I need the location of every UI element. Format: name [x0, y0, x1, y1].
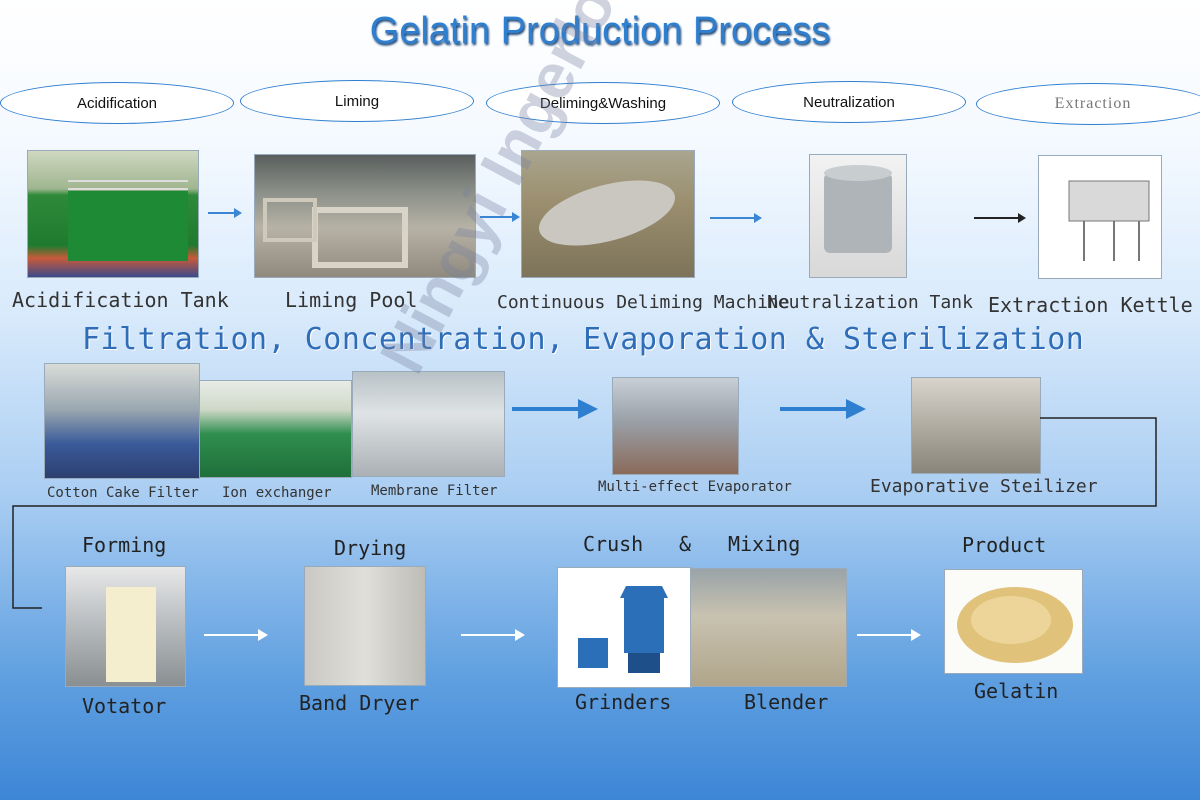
arrow-right-icon	[204, 629, 268, 641]
caption-grinders: Grinders	[575, 690, 672, 714]
caption-liming-pool: Liming Pool	[285, 288, 418, 312]
section-title: Filtration, Concentration, Evaporation &…	[82, 322, 1085, 357]
arrow-right-icon	[857, 629, 921, 641]
extraction-kettle-photo	[1038, 155, 1162, 279]
gelatin-pile-illustration	[957, 587, 1073, 663]
arrow-right-icon	[208, 208, 242, 218]
deliming-machine-photo	[521, 150, 695, 278]
cotton-cake-filter-photo	[44, 363, 200, 479]
ion-exchanger-photo	[199, 380, 352, 478]
arrow-right-icon	[512, 399, 598, 419]
votator-illustration	[106, 587, 156, 682]
caption-evaporative-sterilizer: Evaporative Steilizer	[870, 476, 1098, 497]
caption-deliming-machine: Continuous Deliming Machine	[497, 292, 790, 313]
tank-illustration	[68, 180, 188, 261]
stage-label-drying: Drying	[334, 536, 407, 560]
steel-tank-illustration	[824, 165, 892, 253]
caption-cotton-cake-filter: Cotton Cake Filter	[47, 485, 199, 501]
stage-oval-liming: Liming	[240, 80, 474, 122]
stage-label-forming: Forming	[82, 533, 167, 557]
arrow-right-icon	[461, 629, 525, 641]
drum-illustration	[538, 180, 676, 246]
liming-pool-photo	[254, 154, 476, 278]
band-dryer-photo	[304, 566, 426, 686]
caption-neutralization-tank: Neutralization Tank	[767, 292, 973, 313]
pool-illustration	[263, 198, 408, 268]
stage-label-mixing: Mixing	[728, 532, 801, 556]
grinder-illustration	[578, 586, 668, 673]
stage-oval-deliming: Deliming&Washing	[486, 82, 720, 124]
arrow-right-icon	[480, 212, 520, 222]
acidification-tank-photo	[27, 150, 199, 278]
caption-band-dryer: Band Dryer	[299, 691, 420, 715]
neutralization-tank-photo	[809, 154, 907, 278]
stage-oval-neutralization: Neutralization	[732, 81, 966, 123]
caption-extraction-kettle: Extraction Kettle	[988, 293, 1193, 317]
multi-effect-evaporator-photo	[612, 377, 739, 475]
caption-acidification-tank: Acidification Tank	[12, 288, 229, 312]
stage-oval-extraction: Extraction	[976, 83, 1200, 125]
stage-label-ampersand: &	[679, 532, 692, 556]
page-title: Gelatin Production Process	[369, 10, 831, 52]
blender-photo	[690, 568, 847, 687]
arrow-right-icon	[780, 399, 866, 419]
caption-multi-effect-evaporator: Multi-effect Evaporator	[598, 479, 792, 495]
caption-blender: Blender	[744, 690, 829, 714]
stage-label-product: Product	[962, 533, 1047, 557]
caption-votator: Votator	[82, 694, 167, 718]
votator-photo	[65, 566, 186, 687]
caption-membrane-filter: Membrane Filter	[371, 483, 498, 499]
flow-connector-line	[12, 417, 1157, 609]
grinders-photo	[557, 567, 692, 688]
caption-gelatin: Gelatin	[974, 679, 1059, 703]
caption-ion-exchanger: Ion exchanger	[222, 485, 332, 501]
arrow-right-icon	[710, 213, 762, 223]
arrow-right-icon	[974, 213, 1026, 223]
kettle-illustration	[1068, 180, 1150, 261]
gelatin-product-photo	[944, 569, 1083, 674]
stage-label-crush: Crush	[583, 532, 644, 556]
stage-oval-acidification: Acidification	[0, 82, 234, 124]
membrane-filter-photo	[352, 371, 505, 477]
evaporative-sterilizer-photo	[911, 377, 1041, 474]
